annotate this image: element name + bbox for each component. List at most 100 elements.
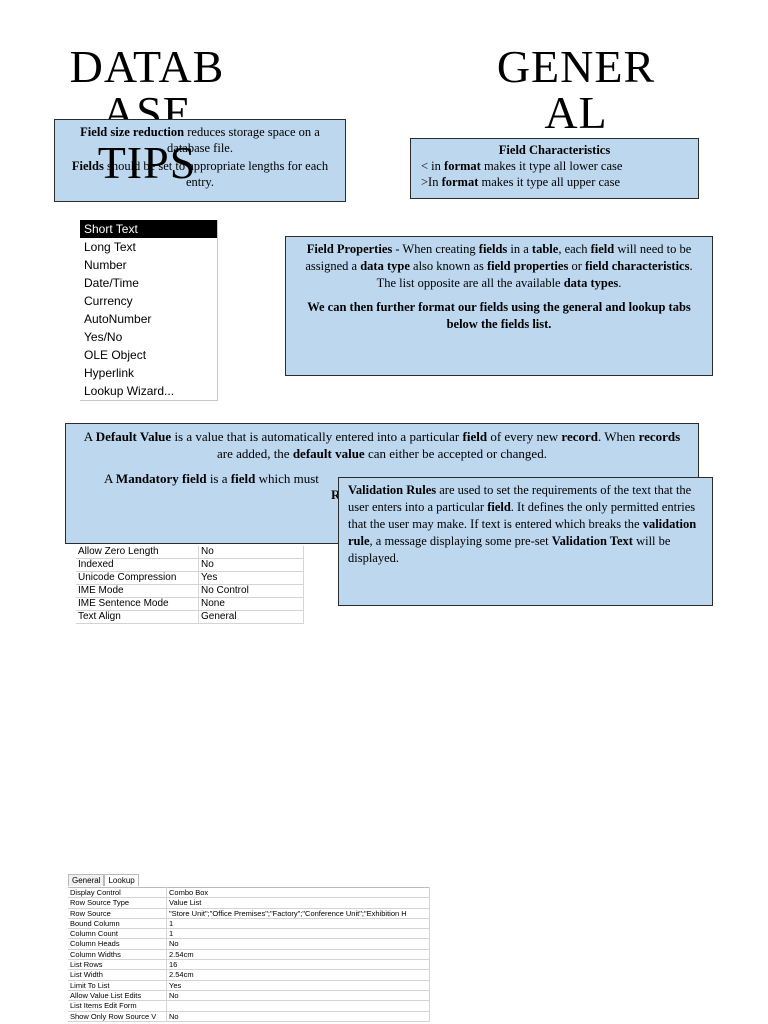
field-properties-note: We can then further format our fields us… [296,299,702,333]
text-run: which must [255,471,319,486]
title-database-tips: DATAB ASE [52,44,242,136]
property-value[interactable]: Combo Box [166,887,430,899]
text-run: . When [598,429,639,444]
title-line-tips: TIPS [97,137,197,188]
default-value-text: A Default Value is a value that is autom… [76,428,688,462]
property-value[interactable]: 2.54cm [166,969,430,981]
text-run: , each [558,242,591,256]
text-run: A [104,471,116,486]
bold-term: R [331,487,341,502]
lower-case-line: < in format makes it type all lower case [421,158,688,174]
property-value[interactable]: Yes [166,980,430,991]
data-type-item[interactable]: Short Text [80,220,217,238]
data-type-item[interactable]: Number [84,258,127,272]
property-name: Limit To List [68,980,167,991]
bold-term: fields [478,242,508,256]
heading-text: Field Characteristics [498,143,611,157]
field-properties-box: Field Properties - When creating fields … [285,236,713,376]
field-size-box: Field size reduction reduces storage spa… [54,119,346,202]
tab-general[interactable]: General [68,874,105,886]
property-value[interactable]: None [198,597,304,611]
field-properties-text: Field Properties - When creating fields … [296,241,702,292]
bold-term: Default Value [95,429,172,444]
property-name: IME Sentence Mode [76,597,199,611]
property-name: List Rows [68,959,167,971]
property-name: List Items Edit Form [68,1000,167,1012]
property-value[interactable]: No [166,938,430,950]
data-type-item[interactable]: AutoNumber [84,312,152,326]
mandatory-field-text: A Mandatory field is a field which must [76,471,688,487]
bold-term: data type [360,259,410,273]
table-row[interactable]: Row Source"Store Unit";"Office Premises"… [68,908,430,919]
property-name: Display Control [68,887,167,899]
property-value[interactable]: "Store Unit";"Office Premises";"Factory"… [166,908,430,919]
title-line: AL [544,87,608,138]
property-value[interactable]: No [166,1011,430,1022]
property-value[interactable]: No [166,990,430,1002]
cut-off-text: R [76,487,688,503]
bold-term: field [590,242,615,256]
data-type-item[interactable]: Yes/No [84,330,123,344]
bold-term: table [531,242,559,256]
text-run: will be displayed. [348,534,671,565]
property-name: Unicode Compression [76,571,199,585]
data-type-item[interactable]: Currency [84,294,133,308]
data-type-item[interactable]: OLE Object [84,348,147,362]
property-value[interactable]: 16 [166,959,430,971]
validation-rules-box: Validation Rules are used to set the req… [338,477,713,606]
property-value[interactable]: No Control [198,584,304,598]
property-value[interactable]: 1 [166,928,430,940]
bold-term: Field Properties [306,242,393,256]
property-name: IME Mode [76,584,199,598]
property-value[interactable]: Yes [198,571,304,585]
data-type-item[interactable]: Hyperlink [84,366,135,380]
text-run: A [83,429,96,444]
tab-lookup[interactable]: Lookup [104,874,139,886]
text-run: >In [421,175,442,189]
bold-term: default value [292,446,365,461]
property-value[interactable]: No [198,558,304,572]
property-value[interactable]: Value List [166,897,430,909]
property-value[interactable]: 2.54cm [166,949,430,961]
data-type-item[interactable]: Long Text [84,240,136,254]
field-size-text: Field size reduction reduces storage spa… [63,124,337,156]
table-row[interactable]: List Items Edit Form [68,1000,430,1012]
field-characteristics-heading: Field Characteristics [421,142,688,158]
property-value[interactable]: 1 [166,918,430,930]
text-run: are added, the [217,446,293,461]
data-type-item[interactable]: Date/Time [84,276,139,290]
property-value[interactable]: No [198,546,304,559]
text-run: - When creating [392,242,479,256]
property-value[interactable] [166,1000,430,1012]
title-line: DATAB [69,41,225,92]
data-type-item[interactable]: Lookup Wizard... [84,384,175,398]
bold-term: Field size reduction [80,125,185,139]
property-value[interactable]: General [198,610,304,624]
validation-rules-text: Validation Rules are used to set the req… [348,482,703,567]
text-run: makes it type all lower case [480,159,623,173]
text-run: . [618,276,622,290]
property-name: Allow Value List Edits [68,990,167,1002]
property-name: Indexed [76,558,199,572]
text-run: are used to set the requirements of the … [348,483,692,514]
